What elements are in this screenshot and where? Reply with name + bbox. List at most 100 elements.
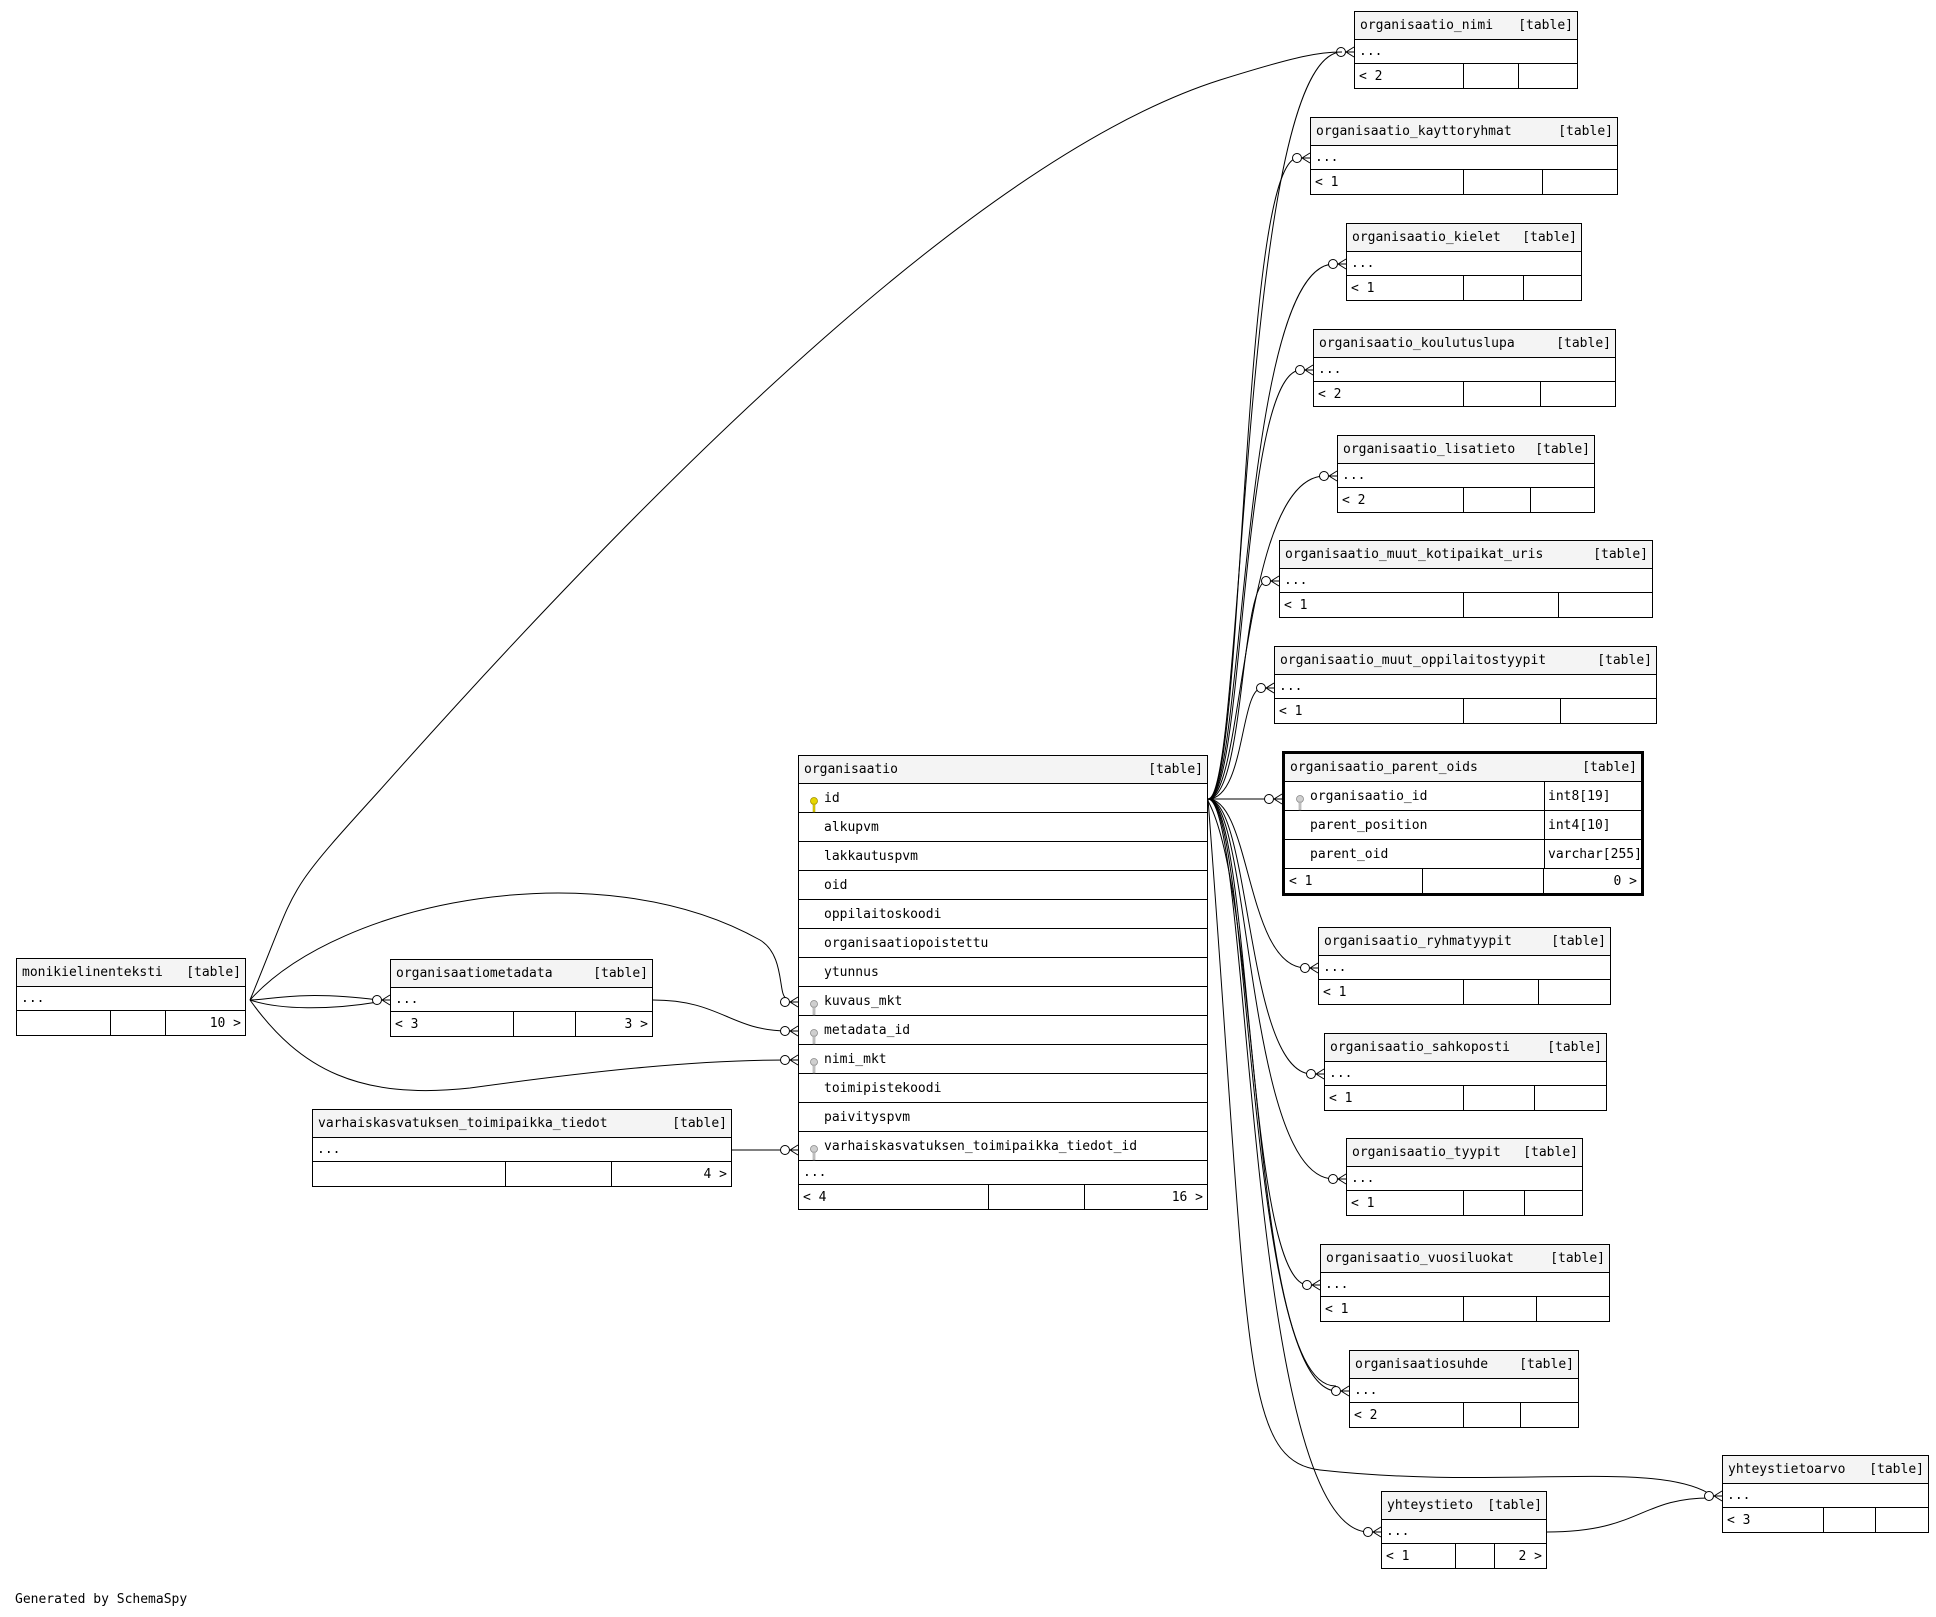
table-name[interactable]: organisaatio_nimi: [1360, 18, 1494, 33]
table-varhaiskasvatuksen-toimipaikka-tiedot[interactable]: varhaiskasvatuksen_toimipaikka_tiedot[ta…: [312, 1109, 732, 1187]
table-name[interactable]: organisaatio_sahkoposti: [1330, 1040, 1511, 1055]
table-organisaatiosuhde[interactable]: organisaatiosuhde[table]...< 2: [1349, 1350, 1579, 1428]
table-organisaatio-kielet[interactable]: organisaatio_kielet[table]...< 1: [1346, 223, 1582, 301]
table-header[interactable]: varhaiskasvatuksen_toimipaikka_tiedot[ta…: [313, 1110, 731, 1138]
table-organisaatio-muut-kotipaikat-uris[interactable]: organisaatio_muut_kotipaikat_uris[table]…: [1279, 540, 1653, 618]
parents-count[interactable]: < 1: [1325, 1086, 1464, 1110]
more-columns[interactable]: ...: [1338, 464, 1594, 488]
column-row[interactable]: paivityspvm: [799, 1103, 1207, 1132]
more-columns[interactable]: ...: [391, 988, 652, 1012]
parents-count[interactable]: < 1: [1275, 699, 1464, 723]
children-count[interactable]: 0 >: [1613, 873, 1637, 889]
parents-count[interactable]: < 1: [1285, 869, 1423, 893]
more-columns[interactable]: ...: [1382, 1520, 1546, 1544]
table-header[interactable]: organisaatio_muut_kotipaikat_uris[table]: [1280, 541, 1652, 569]
table-header[interactable]: organisaatio_muut_oppilaitostyypit[table…: [1275, 647, 1656, 675]
table-header[interactable]: organisaatiometadata[table]: [391, 960, 652, 988]
children-count[interactable]: [1519, 64, 1577, 88]
parents-count[interactable]: < 1: [1382, 1544, 1456, 1568]
children-count[interactable]: [1535, 1086, 1606, 1110]
children-count[interactable]: [1559, 593, 1652, 617]
parents-count[interactable]: < 2: [1350, 1403, 1464, 1427]
table-header[interactable]: organisaatio_koulutuslupa[table]: [1314, 330, 1615, 358]
children-count[interactable]: [1543, 170, 1617, 194]
parents-count[interactable]: < 4: [799, 1185, 989, 1209]
table-header[interactable]: yhteystietoarvo[table]: [1723, 1456, 1928, 1484]
table-organisaatio-parent-oids[interactable]: organisaatio_parent_oids[table]organisaa…: [1282, 751, 1644, 896]
children-count[interactable]: [1521, 1403, 1578, 1427]
more-columns[interactable]: ...: [1723, 1484, 1928, 1508]
table-header[interactable]: organisaatio_kayttoryhmat[table]: [1311, 118, 1617, 146]
column-row[interactable]: oppilaitoskoodi: [799, 900, 1207, 929]
column-row[interactable]: alkupvm: [799, 813, 1207, 842]
parents-count[interactable]: < 2: [1338, 488, 1464, 512]
more-columns[interactable]: ...: [1319, 956, 1610, 980]
column-row[interactable]: ytunnus: [799, 958, 1207, 987]
table-header[interactable]: organisaatio_sahkoposti[table]: [1325, 1034, 1606, 1062]
children-count[interactable]: [1531, 488, 1594, 512]
table-header[interactable]: organisaatio_parent_oids[table]: [1285, 754, 1641, 782]
more-columns[interactable]: ...: [17, 987, 245, 1011]
table-name[interactable]: organisaatio_tyypit: [1352, 1145, 1501, 1160]
table-organisaatio-sahkoposti[interactable]: organisaatio_sahkoposti[table]...< 1: [1324, 1033, 1607, 1111]
table-organisaatio-ryhmatyypit[interactable]: organisaatio_ryhmatyypit[table]...< 1: [1318, 927, 1611, 1005]
table-organisaatio-tyypit[interactable]: organisaatio_tyypit[table]...< 1: [1346, 1138, 1583, 1216]
more-columns[interactable]: ...: [1325, 1062, 1606, 1086]
children-count[interactable]: [1541, 382, 1615, 406]
children-count[interactable]: 2 >: [1518, 1548, 1542, 1564]
children-count[interactable]: [1561, 699, 1656, 723]
column-row[interactable]: oid: [799, 871, 1207, 900]
more-columns[interactable]: ...: [1321, 1273, 1609, 1297]
children-count[interactable]: 4 >: [703, 1166, 727, 1182]
column-row[interactable]: toimipistekoodi: [799, 1074, 1207, 1103]
table-name[interactable]: organisaatio_muut_kotipaikat_uris: [1285, 547, 1544, 562]
more-columns[interactable]: ...: [1280, 569, 1652, 593]
more-columns[interactable]: ...: [799, 1161, 1207, 1185]
table-name[interactable]: organisaatio_parent_oids: [1290, 760, 1478, 775]
table-name[interactable]: organisaatio_kielet: [1352, 230, 1501, 245]
children-count[interactable]: 3 >: [624, 1016, 648, 1032]
table-name[interactable]: organisaatio_kayttoryhmat: [1316, 124, 1512, 139]
table-name[interactable]: organisaatio_vuosiluokat: [1326, 1251, 1514, 1266]
more-columns[interactable]: ...: [1275, 675, 1656, 699]
more-columns[interactable]: ...: [1355, 40, 1577, 64]
table-organisaatio-nimi[interactable]: organisaatio_nimi[table]...< 2: [1354, 11, 1578, 89]
more-columns[interactable]: ...: [1347, 1167, 1582, 1191]
table-header[interactable]: organisaatio_tyypit[table]: [1347, 1139, 1582, 1167]
table-name[interactable]: organisaatio: [804, 762, 898, 777]
table-header[interactable]: organisaatio[table]: [799, 756, 1207, 784]
column-row[interactable]: nimi_mkt: [799, 1045, 1207, 1074]
table-name[interactable]: monikielinenteksti: [22, 965, 163, 980]
column-row[interactable]: lakkautuspvm: [799, 842, 1207, 871]
children-count[interactable]: [1539, 980, 1610, 1004]
more-columns[interactable]: ...: [1347, 252, 1581, 276]
parents-count[interactable]: < 2: [1355, 64, 1464, 88]
more-columns[interactable]: ...: [1350, 1379, 1578, 1403]
column-row[interactable]: kuvaus_mkt: [799, 987, 1207, 1016]
table-name[interactable]: organisaatio_muut_oppilaitostyypit: [1280, 653, 1547, 668]
parents-count[interactable]: < 3: [1723, 1508, 1824, 1532]
table-header[interactable]: yhteystieto[table]: [1382, 1492, 1546, 1520]
parents-count[interactable]: < 1: [1311, 170, 1464, 194]
table-name[interactable]: organisaatio_lisatieto: [1343, 442, 1516, 457]
column-row[interactable]: varhaiskasvatuksen_toimipaikka_tiedot_id: [799, 1132, 1207, 1161]
table-name[interactable]: yhteystieto: [1387, 1498, 1474, 1513]
more-columns[interactable]: ...: [1311, 146, 1617, 170]
children-count[interactable]: [1876, 1508, 1928, 1532]
table-header[interactable]: organisaatiosuhde[table]: [1350, 1351, 1578, 1379]
table-name[interactable]: organisaatiometadata: [396, 966, 553, 981]
parents-count[interactable]: < 1: [1321, 1297, 1464, 1321]
table-organisaatio-lisatieto[interactable]: organisaatio_lisatieto[table]...< 2: [1337, 435, 1595, 513]
table-name[interactable]: varhaiskasvatuksen_toimipaikka_tiedot: [318, 1116, 608, 1131]
children-count[interactable]: [1524, 276, 1581, 300]
more-columns[interactable]: ...: [313, 1138, 731, 1162]
table-header[interactable]: organisaatio_kielet[table]: [1347, 224, 1581, 252]
parents-count[interactable]: < 1: [1347, 276, 1464, 300]
table-name[interactable]: organisaatiosuhde: [1355, 1357, 1489, 1372]
table-organisaatio-kayttoryhmat[interactable]: organisaatio_kayttoryhmat[table]...< 1: [1310, 117, 1618, 195]
parents-count[interactable]: < 1: [1347, 1191, 1464, 1215]
table-name[interactable]: yhteystietoarvo: [1728, 1462, 1846, 1477]
table-name[interactable]: organisaatio_ryhmatyypit: [1324, 934, 1512, 949]
